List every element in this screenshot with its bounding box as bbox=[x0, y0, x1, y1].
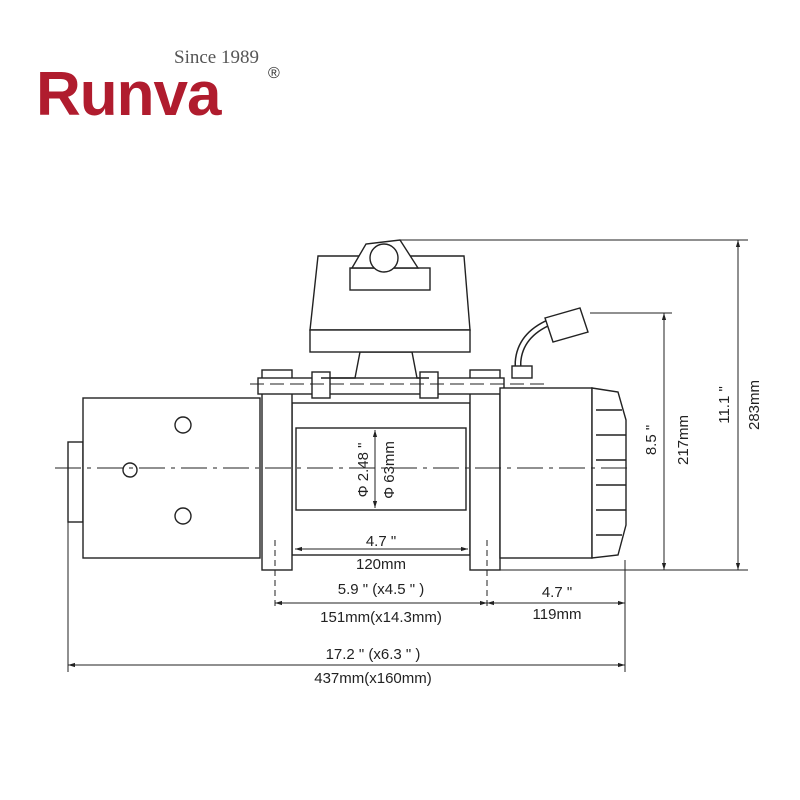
motor-screw-bottom bbox=[174, 507, 192, 525]
dimension-lines bbox=[67, 239, 748, 672]
gearbox bbox=[499, 387, 593, 559]
total-height-in: 11.1 " bbox=[716, 386, 733, 424]
left-end-plate bbox=[261, 369, 293, 571]
drum-width-in: 4.7 " bbox=[366, 533, 396, 550]
mount-width-mm: 151mm(x14.3mm) bbox=[320, 609, 442, 626]
gearbox-width-in: 4.7 " bbox=[542, 584, 572, 601]
gearbox-width-mm: 119mm bbox=[533, 606, 582, 623]
motor-screw-top bbox=[174, 416, 192, 434]
drum-core bbox=[295, 427, 467, 511]
brand-tagline: Since 1989 bbox=[174, 47, 259, 68]
registered-mark: ® bbox=[268, 65, 280, 82]
control-box-base bbox=[309, 329, 471, 353]
body-height-mm: 217mm bbox=[675, 415, 692, 465]
motor-end-cap bbox=[67, 441, 84, 523]
bracket-foot-right bbox=[419, 371, 439, 399]
motor-terminal bbox=[122, 462, 138, 478]
mount-width-in: 5.9 " (x4.5 " ) bbox=[338, 581, 425, 598]
winch-outline bbox=[55, 239, 630, 571]
cable-gland bbox=[511, 365, 533, 379]
gearbox-end-cap bbox=[591, 387, 627, 559]
total-length-in: 17.2 " (x6.3 " ) bbox=[326, 646, 421, 663]
gearbox-ribs bbox=[596, 409, 626, 536]
tie-bar bbox=[257, 377, 505, 395]
body-height-in: 8.5 " bbox=[643, 425, 660, 455]
right-end-plate bbox=[469, 369, 501, 571]
brand-logo: Runva bbox=[36, 60, 221, 129]
drum-width-mm: 120mm bbox=[356, 556, 406, 573]
bracket-foot-left bbox=[311, 371, 331, 399]
cable-boot bbox=[544, 307, 589, 343]
connector-plug bbox=[369, 243, 399, 273]
drum-diameter-in: Φ 2.48 " bbox=[355, 443, 372, 498]
drum-diameter-mm: Φ 63mm bbox=[381, 441, 398, 499]
total-height-mm: 283mm bbox=[746, 380, 763, 430]
motor-housing bbox=[82, 397, 261, 559]
dimension-labels: 4.7 " 120mm 5.9 " (x4.5 " ) 151mm(x14.3m… bbox=[314, 380, 763, 687]
control-box-bracket bbox=[321, 351, 429, 379]
total-length-mm: 437mm(x160mm) bbox=[314, 670, 432, 687]
